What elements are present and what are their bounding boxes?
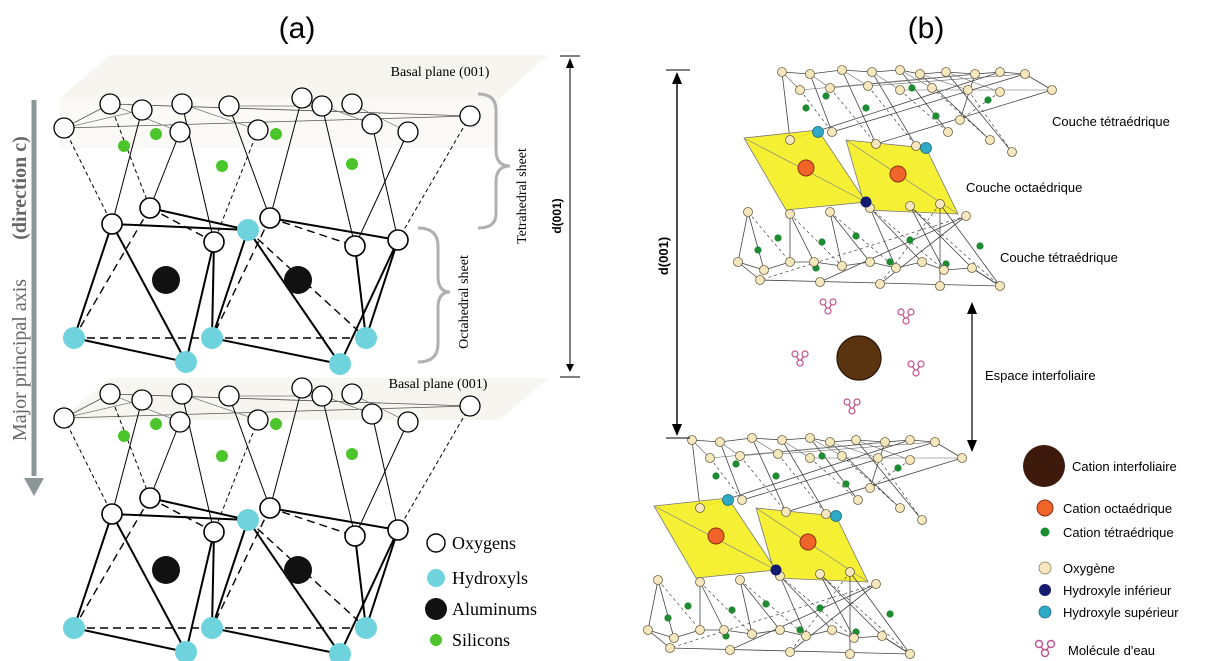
structure-layer-bottom: [53, 377, 481, 661]
legend-silicon-label: Silicons: [452, 630, 510, 650]
d001-label-b: d(001): [656, 237, 671, 275]
interlayer-cation: [836, 335, 882, 381]
legend-cation-interfoliaire-swatch: [1023, 445, 1065, 487]
panel-a-label: (a): [279, 12, 316, 45]
couche-octa-label: Couche octaédrique: [966, 180, 1082, 195]
espace-label: Espace interfoliaire: [985, 368, 1096, 383]
structure-layer-top: [53, 87, 481, 375]
panel-b: (b) d(001) Espace interfoliaire Couche t…: [643, 12, 1179, 659]
legend-aluminum-swatch: [425, 598, 447, 620]
legend-cation-octa-swatch: [1036, 499, 1054, 517]
legend-oxygene-label: Oxygène: [1063, 561, 1115, 576]
panel-a: (a) Basal plane (001) Basal plane (001) …: [9, 12, 580, 661]
legend-oxygen-swatch: [426, 533, 446, 553]
legend-silicon-swatch: [430, 634, 442, 646]
tetrahedral-brace: [477, 92, 511, 230]
principal-axis-direction: (direction c): [9, 136, 31, 240]
legend-oxygene-swatch: [1038, 561, 1052, 575]
basal-plane-top-shape: [60, 55, 548, 98]
legend-hydroxyle-sup-label: Hydroxyle supérieur: [1063, 605, 1179, 620]
legend-hydroxyl-swatch: [427, 569, 445, 587]
tetrahedral-sheet-label: Tetrahedral sheet: [515, 148, 530, 244]
principal-axis-arrowhead: [24, 478, 44, 496]
legend-water-label: Molécule d'eau: [1068, 643, 1155, 658]
principal-axis-label: Major principal axis: [9, 279, 31, 441]
basal-plane-top-label: Basal plane (001): [391, 65, 490, 80]
legend-cation-tetra-label: Cation tétraédrique: [1063, 525, 1174, 540]
structure-layer-bottom-b: [643, 433, 967, 659]
basal-plane-bottom-label: Basal plane (001): [389, 377, 488, 392]
legend-a: Oxygens Hydroxyls Aluminums Silicons: [425, 533, 537, 650]
couche-tetra-bottom-label: Couche tétraédrique: [1000, 250, 1118, 265]
legend-aluminum-label: Aluminums: [452, 599, 537, 619]
legend-hydroxyle-inf-label: Hydroxyle inférieur: [1063, 583, 1172, 598]
legend-hydroxyle-sup-swatch: [1038, 605, 1052, 619]
legend-oxygen-label: Oxygens: [452, 533, 516, 553]
d001-label-a: d(001): [550, 198, 564, 233]
panel-b-label: (b): [908, 12, 945, 45]
legend-water-swatch: [1034, 639, 1056, 658]
legend-cation-octa-label: Cation octaédrique: [1063, 501, 1172, 516]
legend-hydroxyle-inf-swatch: [1039, 584, 1051, 596]
legend-cation-tetra-swatch: [1040, 527, 1050, 537]
structure-layer-top-b: [733, 65, 1057, 291]
octahedral-brace: [417, 226, 451, 364]
legend-hydroxyl-label: Hydroxyls: [452, 568, 528, 588]
legend-cation-interfoliaire-label: Cation interfoliaire: [1072, 459, 1177, 474]
legend-b: Cation interfoliaire Cation octaédrique …: [1023, 445, 1179, 658]
water-molecules: [791, 298, 925, 415]
couche-tetra-top-label: Couche tétraédrique: [1052, 114, 1170, 129]
octahedral-sheet-label: Octahedral sheet: [457, 255, 472, 349]
